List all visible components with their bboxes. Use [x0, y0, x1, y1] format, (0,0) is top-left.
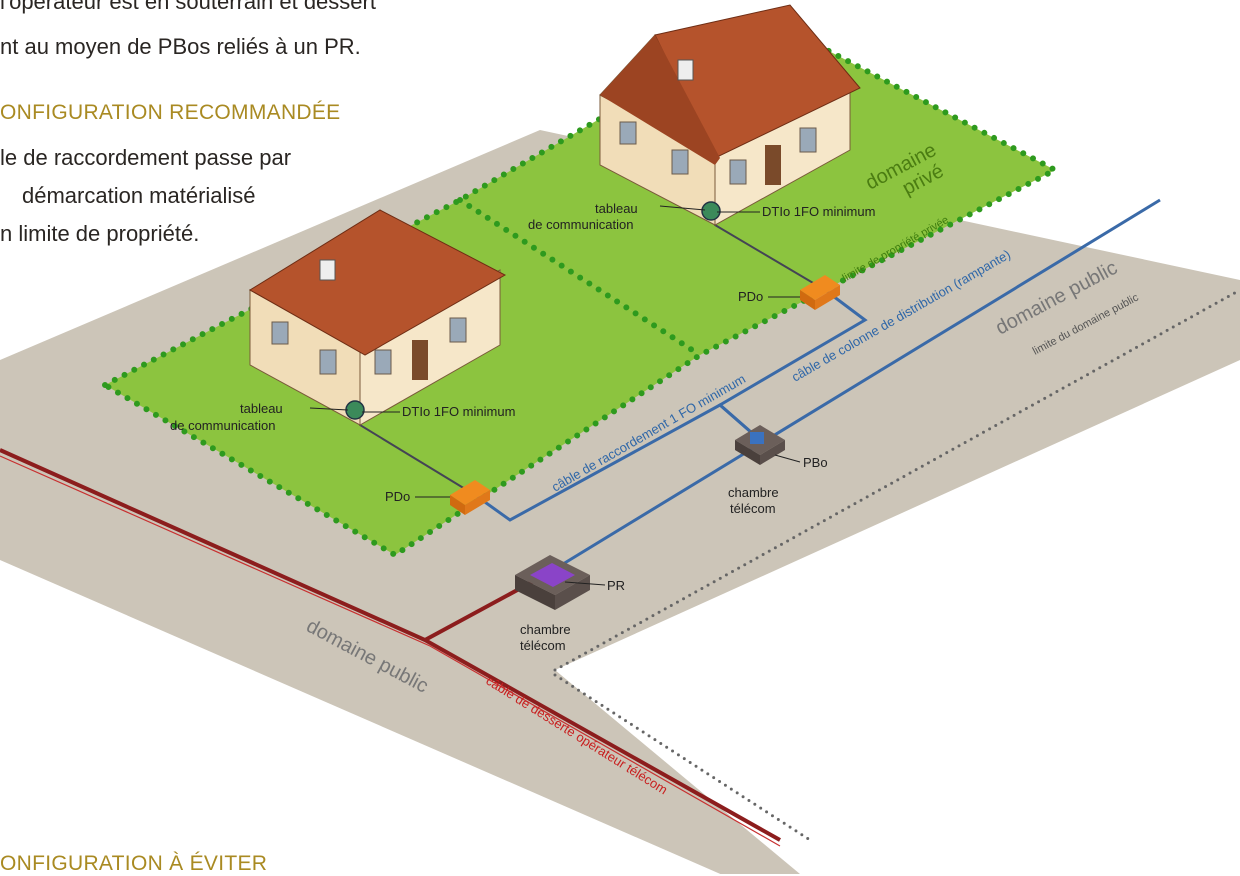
pbo-label: PBo [803, 455, 828, 470]
public-limit-dots-down [553, 673, 812, 842]
pr-label: PR [607, 578, 625, 593]
para-line-3: n limite de propriété. [0, 221, 200, 246]
dtio-right-label: DTIo 1FO minimum [762, 204, 875, 219]
tableau-right-label-1: tableau [595, 201, 638, 216]
dtio-left-label: DTIo 1FO minimum [402, 404, 515, 419]
pdo-box-left [450, 480, 490, 515]
heading-recommended: ONFIGURATION RECOMMANDÉE [0, 101, 341, 124]
chambre-left-label-1: chambre [520, 622, 571, 637]
house-right [599, 4, 861, 226]
pdo-box-right [800, 275, 840, 310]
pdo-left-label: PDo [385, 489, 410, 504]
tableau-left-label-2: de communication [170, 418, 276, 433]
pdo-right-label: PDo [738, 289, 763, 304]
outer-white-area [555, 360, 1240, 874]
operator-cable-inner [0, 455, 781, 847]
tableau-left-label-1: tableau [240, 401, 283, 416]
public-limit-dots [553, 288, 1240, 672]
chambre-left-label-2: télécom [520, 638, 566, 653]
pbo-chamber [735, 425, 785, 465]
para-line-2: démarcation matérialisé [22, 183, 256, 208]
chambre-right-label-2: télécom [730, 501, 776, 516]
intro-line-1: l'opérateur est en souterrain et dessert [0, 0, 376, 14]
connection-cable-right [717, 288, 868, 442]
pr-chamber [515, 555, 590, 610]
lot-separator-dots [457, 197, 703, 358]
house-left [248, 209, 507, 426]
heading-avoid: ONFIGURATION À ÉVITER [0, 852, 268, 875]
intro-line-2: nt au moyen de PBos reliés à un PR. [0, 34, 361, 59]
para-line-1: le de raccordement passe par [0, 145, 292, 170]
distribution-cable [544, 198, 1161, 577]
private-boundary-dots [102, 16, 1062, 559]
chambre-right-label-1: chambre [728, 485, 779, 500]
tableau-right-label-2: de communication [528, 217, 634, 232]
